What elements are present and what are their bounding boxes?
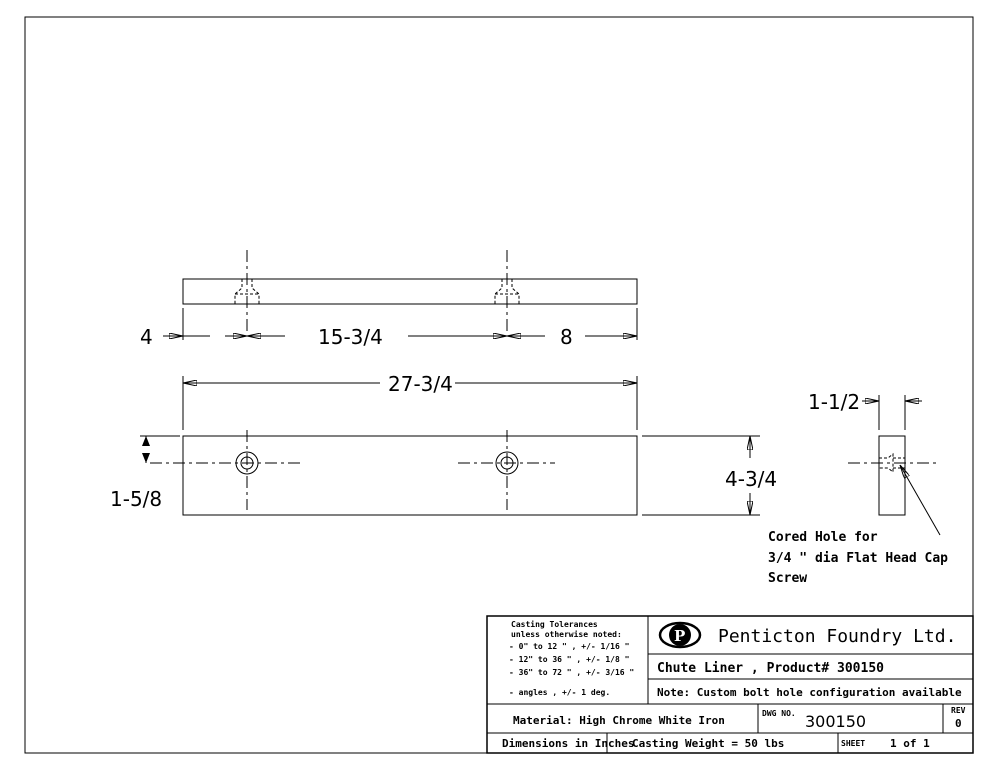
tolerance-3: - 36" to 72 " , +/- 3/16 ": [509, 668, 634, 677]
tolerance-2: - 12" to 36 " , +/- 1/8 ": [509, 655, 629, 664]
dim-right-offset: 8: [560, 325, 573, 349]
front-view-outline: [182, 435, 638, 516]
tolerances-sub: unless otherwise noted:: [511, 629, 622, 639]
side-view: 1-1/2: [808, 390, 941, 536]
tolerance-4: - angles , +/- 1 deg.: [509, 688, 610, 697]
dwg-number: 300150: [805, 712, 866, 731]
tolerances-title: Casting Tolerances: [511, 619, 598, 629]
bolt-hole-2: [495, 451, 519, 475]
casting-weight: Casting Weight = 50 lbs: [632, 737, 784, 750]
sheet-number: 1 of 1: [890, 737, 930, 750]
hidden-countersink: [879, 452, 894, 474]
product-name: Chute Liner , Product# 300150: [657, 661, 884, 676]
dim-hole-spacing: 15-3/4: [318, 325, 383, 349]
note-line-3: Screw: [768, 571, 807, 586]
title-block: Casting Tolerances unless otherwise note…: [486, 615, 974, 754]
dimension-overall-length: 27-3/4: [182, 372, 638, 430]
tolerance-1: - 0" to 12 " , +/- 1/16 ": [509, 642, 629, 651]
side-view-outline: [878, 435, 906, 516]
bolt-hole-1: [235, 451, 259, 475]
sheet-label: SHEET: [841, 739, 865, 748]
svg-text:P: P: [674, 627, 685, 645]
hidden-hole-1: [234, 279, 260, 304]
rev-label: REV: [951, 706, 966, 715]
company-name: Penticton Foundry Ltd.: [718, 626, 956, 647]
dimension-chain: 4 15-3/4 8: [140, 308, 638, 349]
dwg-label: DWG NO.: [762, 709, 796, 718]
rev-number: 0: [955, 717, 962, 730]
note-line-1: Cored Hole for: [768, 530, 878, 545]
dim-hole-height: 1-5/8: [110, 487, 162, 511]
units: Dimensions in Inches: [502, 737, 634, 750]
material: Material: High Chrome White Iron: [513, 714, 725, 727]
dimension-hole-height: 1-5/8: [110, 435, 180, 511]
note-line-2: 3/4 " dia Flat Head Cap: [768, 551, 948, 566]
top-view-outline: [182, 278, 638, 305]
remark: Note: Custom bolt hole configuration ava…: [657, 686, 962, 699]
hidden-hole-2: [494, 279, 520, 304]
front-view: [150, 430, 638, 516]
dim-width: 4-3/4: [725, 467, 777, 491]
top-view: [182, 250, 638, 335]
dim-thickness: 1-1/2: [808, 390, 860, 414]
dim-overall-length: 27-3/4: [388, 372, 453, 396]
dim-left-offset: 4: [140, 325, 153, 349]
company-logo: P: [658, 621, 702, 649]
dimension-width: 4-3/4: [642, 435, 777, 516]
cored-hole-note: Cored Hole for 3/4 " dia Flat Head Cap S…: [768, 530, 948, 586]
